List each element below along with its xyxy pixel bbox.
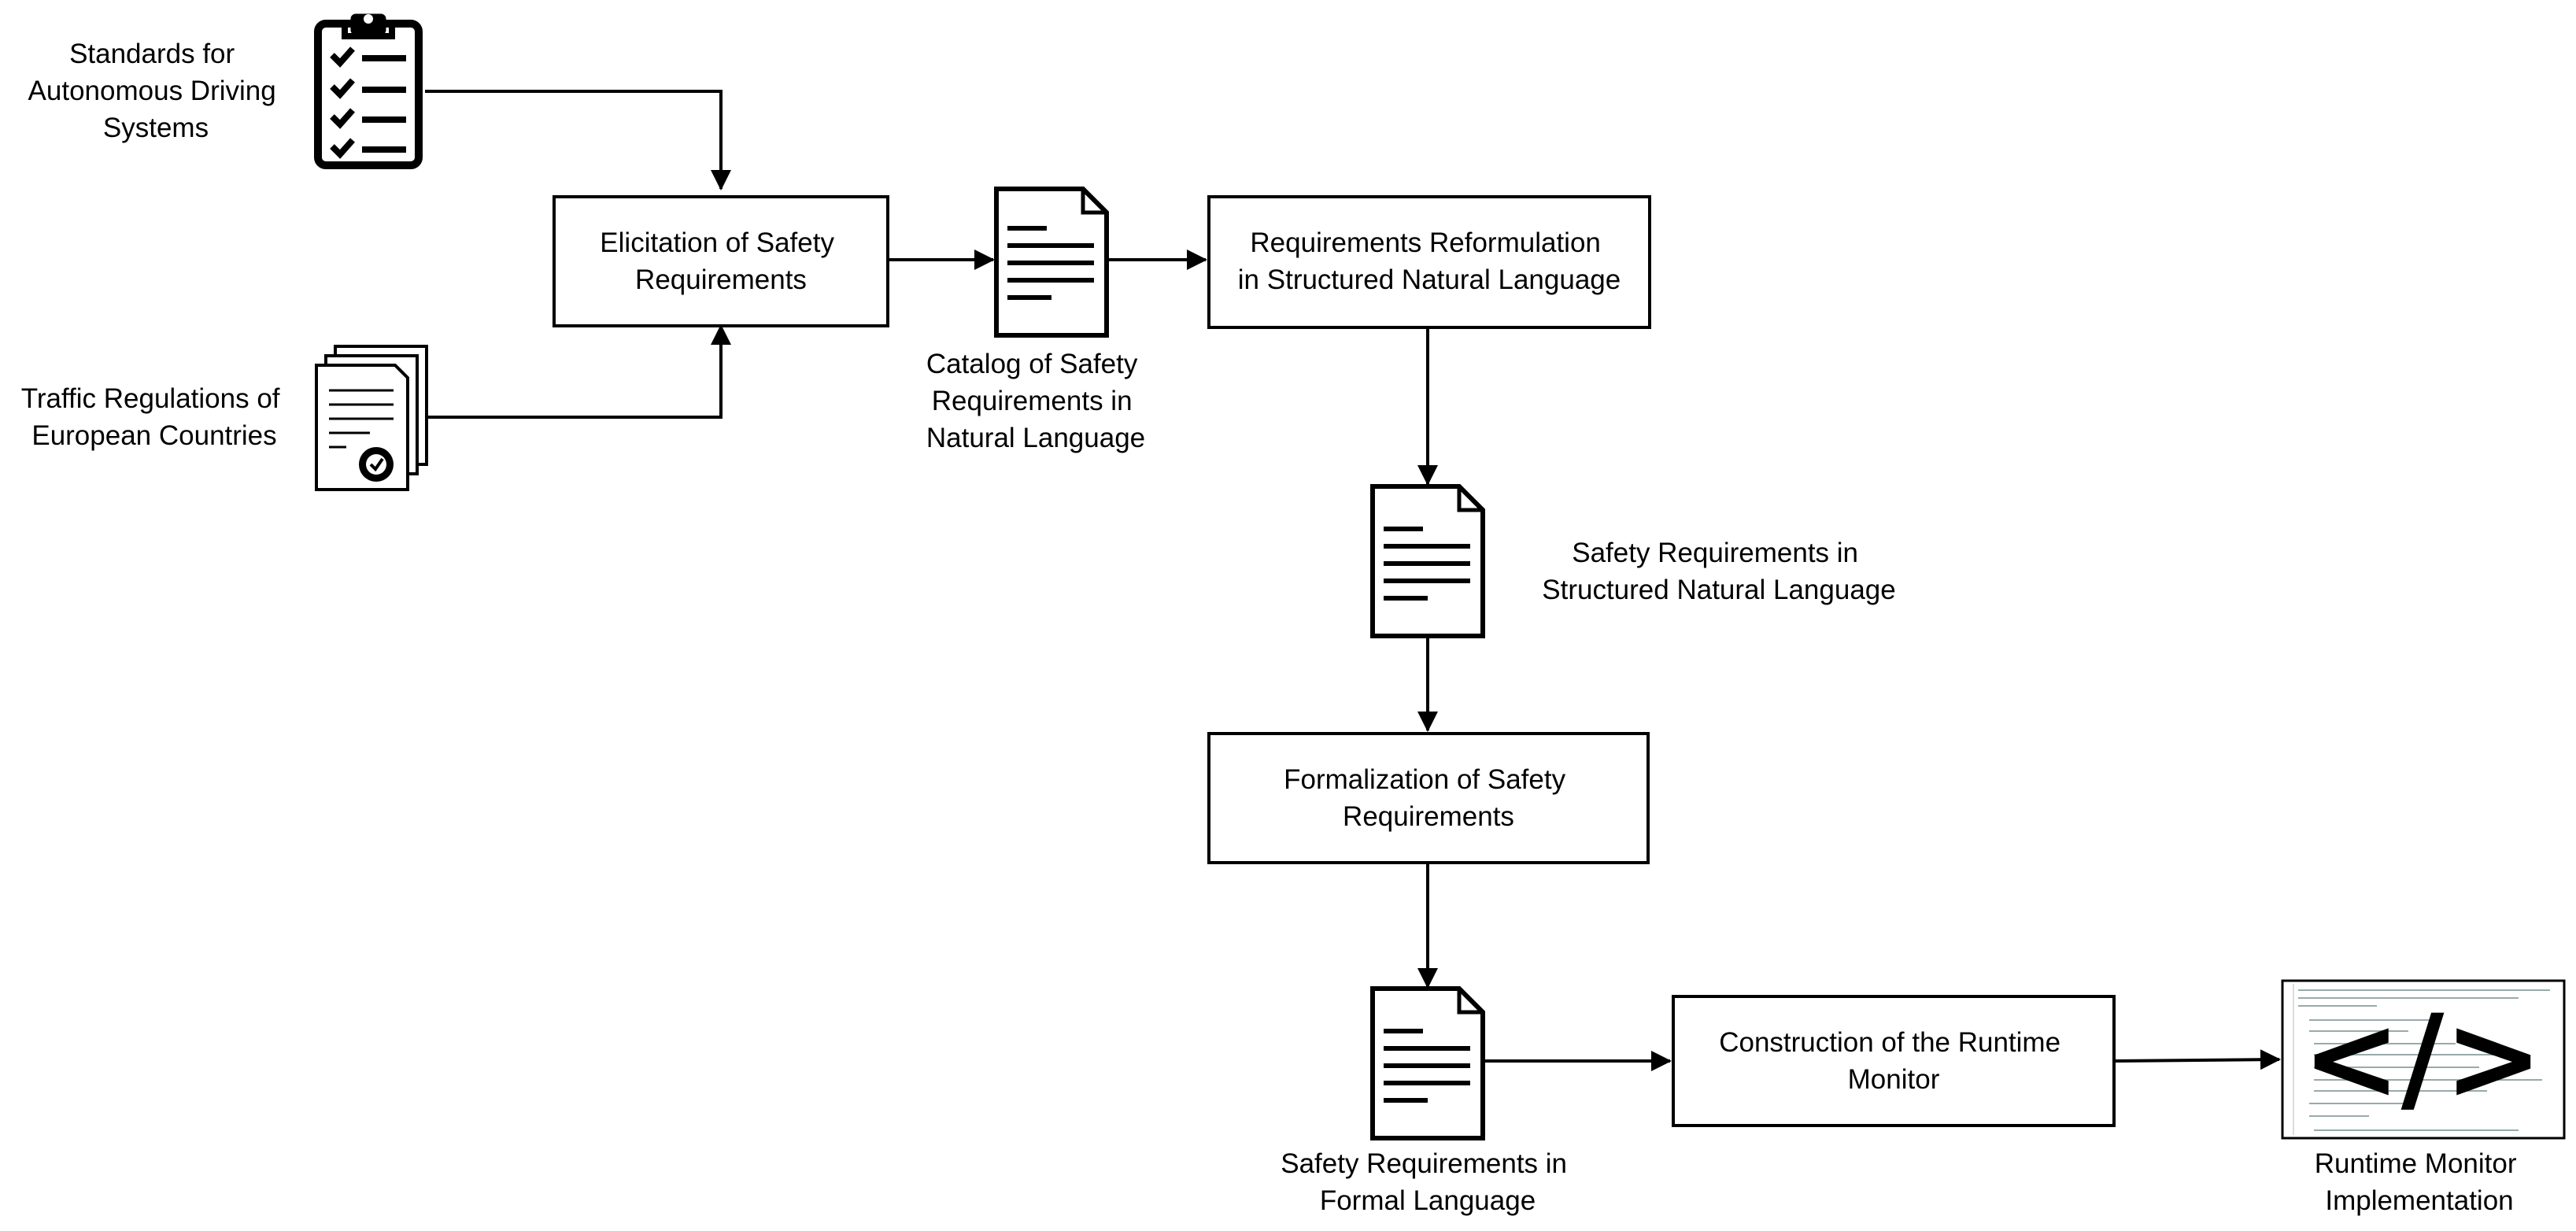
formalization-box: Formalization of Safety Requirements: [1207, 732, 1650, 864]
construction-line-1: Construction of the Runtime: [1719, 1027, 2060, 1058]
elicitation-box: Elicitation of Safety Requirements: [553, 195, 889, 327]
implementation-label: Runtime Monitor Implementation: [2315, 1148, 2525, 1216]
document-icon: [994, 187, 1109, 338]
elicitation-line-1: Elicitation of Safety: [600, 227, 834, 258]
formal-label: Safety Requirements in Formal Language: [1281, 1148, 1575, 1216]
clipboard-checklist-icon: [314, 13, 423, 169]
construction-box: Construction of the Runtime Monitor: [1672, 995, 2116, 1127]
connectors: [425, 90, 2281, 1071]
construction-line-2: Monitor: [1848, 1064, 1940, 1095]
code-icon: </>: [2281, 979, 2566, 1140]
svg-text:Formalization of Safety: Formalization of Safety Requirements: [1284, 764, 1573, 832]
catalog-label: Catalog of Safety Requirements in Natura…: [926, 349, 1145, 453]
formalization-line-2: Requirements: [1343, 801, 1514, 832]
arrow-construction-to-implementation: [2115, 1049, 2281, 1070]
standards-label: Standards for Autonomous Driving Systems: [28, 39, 284, 143]
code-glyph: </>: [2302, 990, 2543, 1127]
formalization-line-1: Formalization of Safety: [1284, 764, 1565, 795]
svg-text:Construction of the Runtime: Construction of the Runtime Monitor: [1719, 1027, 2068, 1095]
reformulation-line-1: Requirements Reformulation: [1250, 227, 1600, 258]
certificate-documents-icon: [315, 345, 428, 491]
reformulation-box: Requirements Reformulation in Structured…: [1207, 195, 1651, 329]
svg-text:Requirements Reformulation: Requirements Reformulation in Structured…: [1238, 227, 1621, 295]
regulations-label: Traffic Regulations of European Countrie…: [21, 383, 288, 451]
structured-label: Safety Requirements in Structured Natura…: [1542, 538, 1895, 605]
arrow-regulations-to-elicitation: [425, 324, 731, 419]
document-icon: [1370, 986, 1485, 1140]
arrow-standards-to-elicitation: [425, 90, 731, 190]
elicitation-line-2: Requirements: [635, 264, 807, 295]
reformulation-line-2: in Structured Natural Language: [1238, 264, 1621, 295]
document-icon: [1370, 484, 1485, 638]
svg-text:Elicitation of Safety Re: Elicitation of Safety Requirements: [600, 227, 841, 295]
